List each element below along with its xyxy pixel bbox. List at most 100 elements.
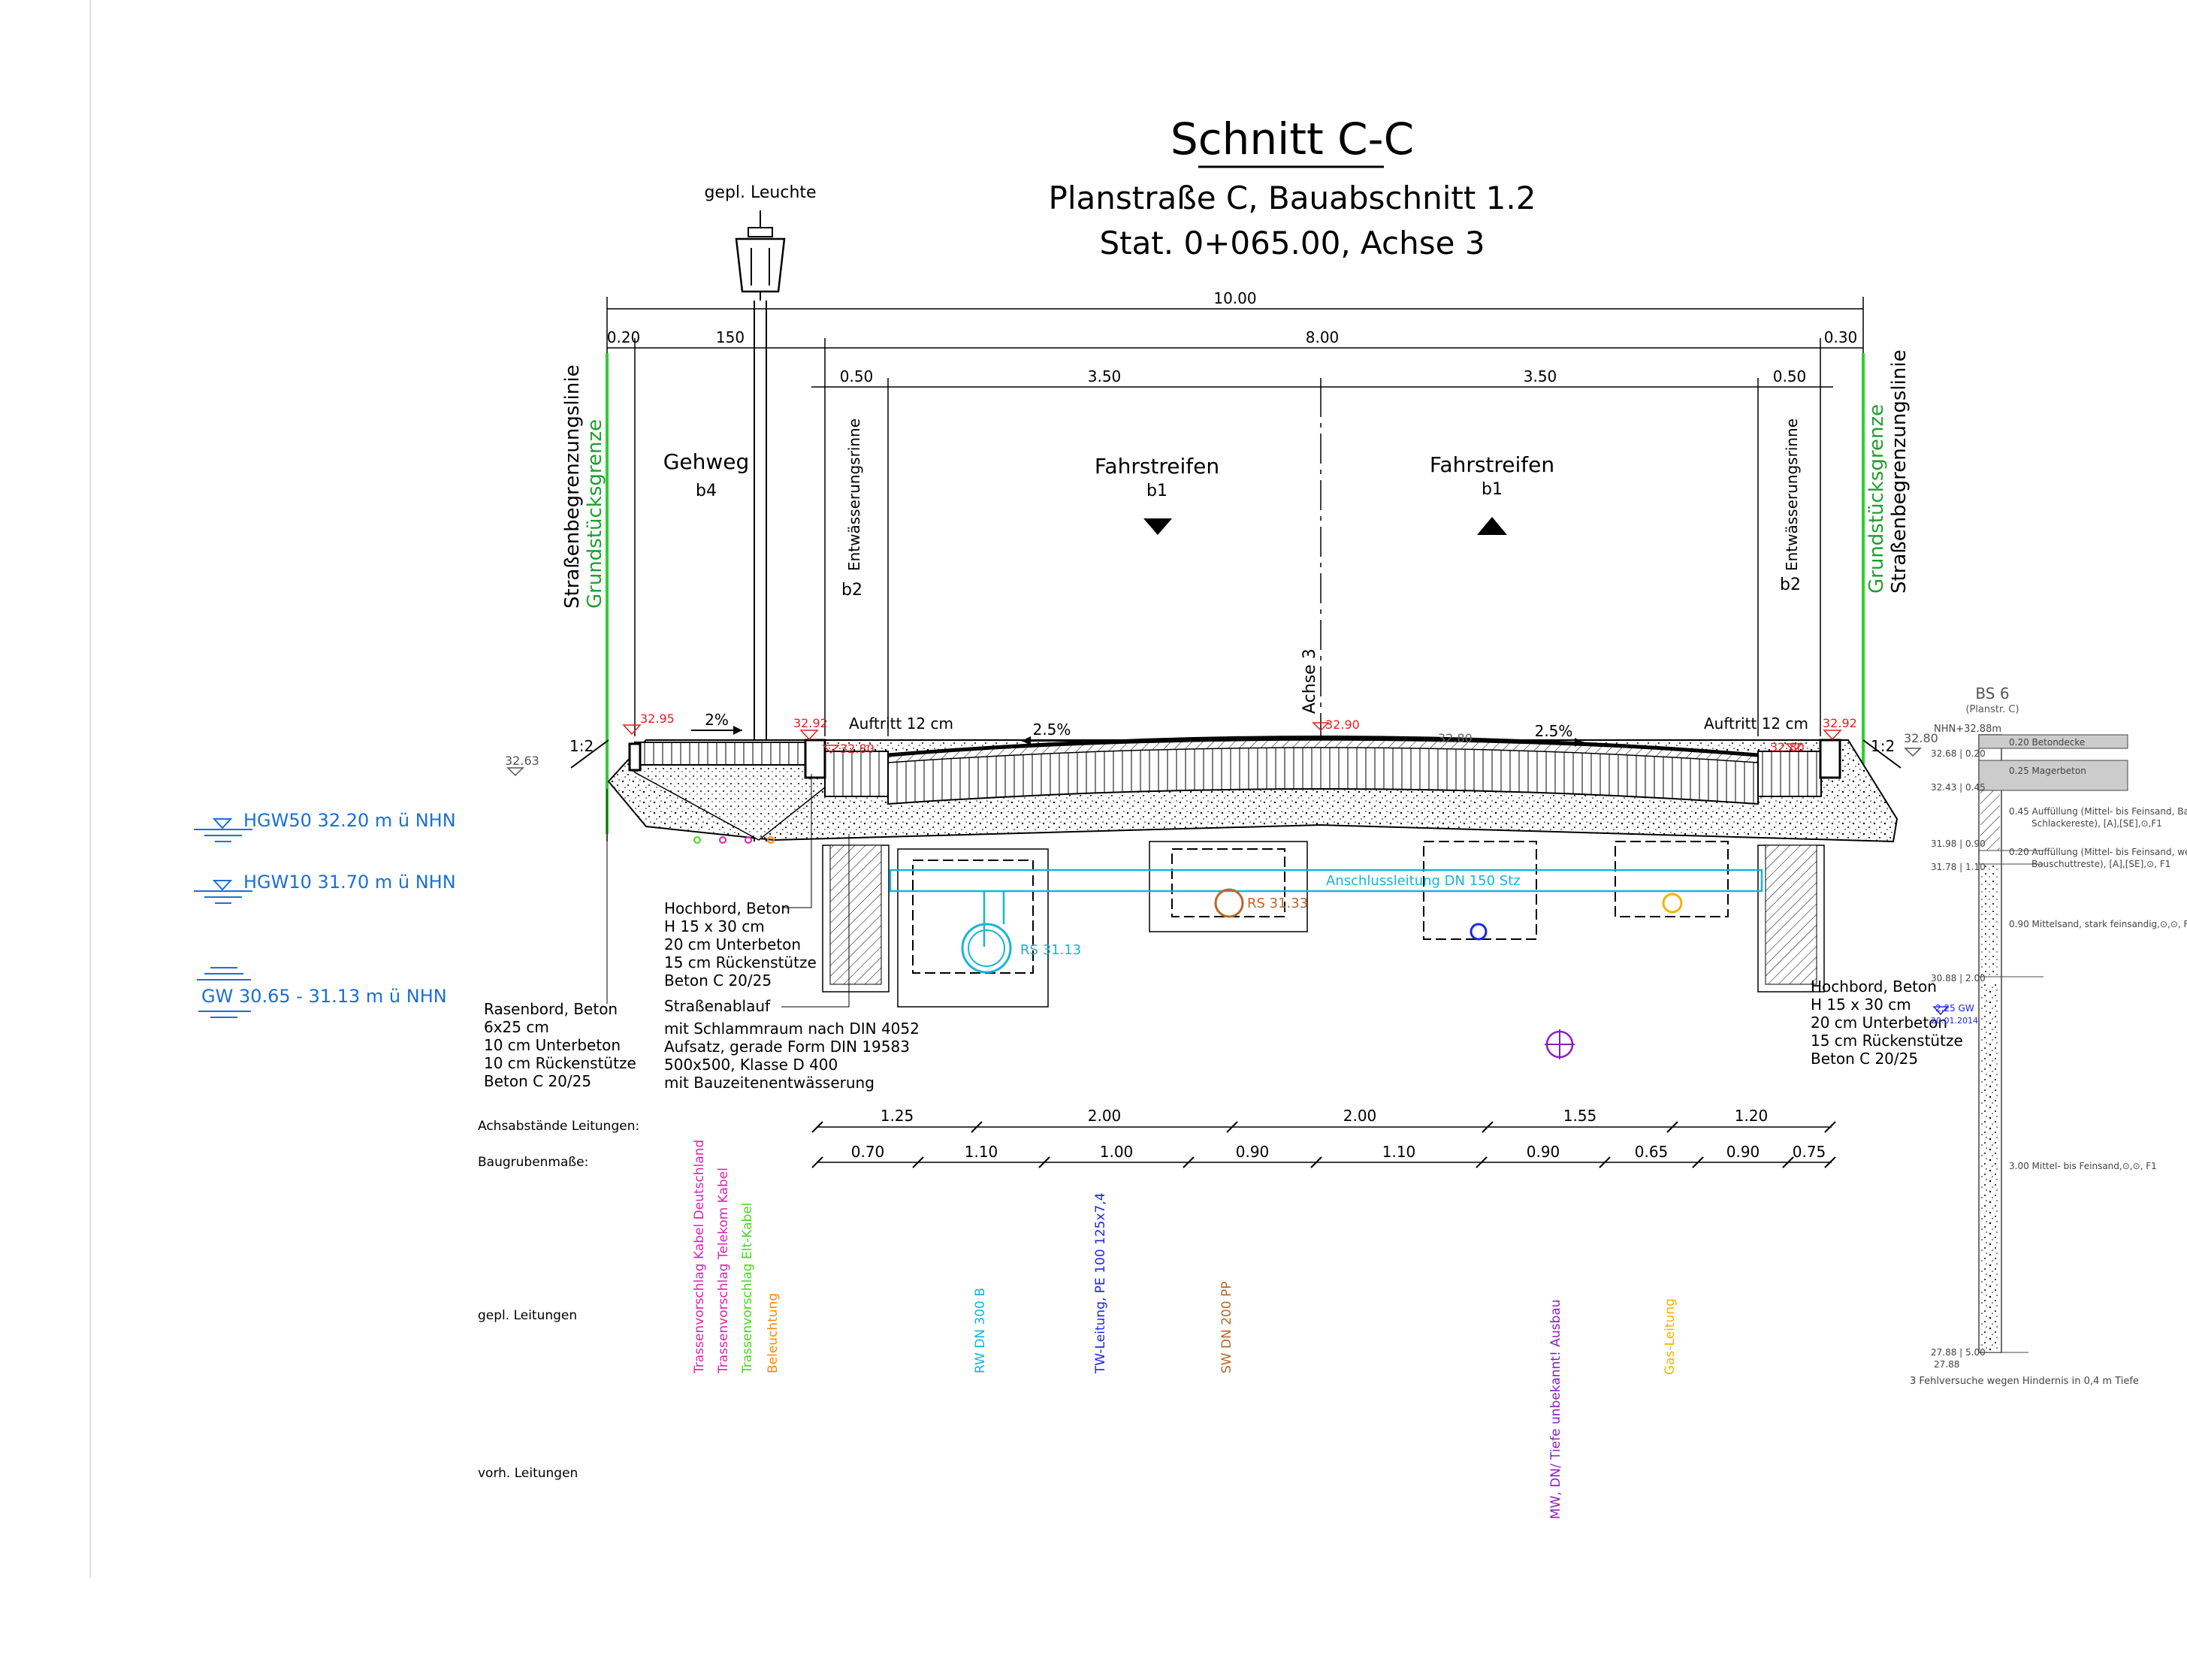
dimension-tick (1666, 1121, 1678, 1133)
elevation-markers: 32.63 32.95 32.92 32.80 32.90 32.80 32.8… (505, 712, 1938, 777)
water-hgw10: HGW10 31.70 m ü NHN (243, 872, 456, 893)
label-rinne-left: Entwässerungsrinne (845, 418, 863, 571)
elev-3295: 32.95 (640, 712, 675, 726)
elev-3280-right: 32.80 (1770, 740, 1805, 754)
row-baugruben: Baugrubenmaße: (478, 1155, 588, 1170)
dimension-tick (1310, 1156, 1322, 1168)
pit-width-value: 0.65 (1635, 1143, 1669, 1161)
utility-table: Achsabstände Leitungen: Baugrubenmaße: g… (478, 1107, 1836, 1519)
sw-pipe (1214, 888, 1244, 918)
gas-pipe (1662, 893, 1683, 914)
utility-label: SW DN 200 PP (1219, 1281, 1234, 1373)
pit-width-value: 1.00 (1100, 1143, 1134, 1161)
borehole-top: NHN+32.88m (1934, 724, 2001, 735)
title-main: Schnitt C-C (1171, 113, 1414, 165)
elev-3263: 32.63 (505, 754, 539, 768)
borehole-profile: BS 6 (Planstr. C) NHN+32.88m 32.68 | 0.2… (1910, 684, 2187, 1387)
title-sub1: Planstraße C, Bauabschnitt 1.2 (1049, 180, 1536, 216)
utility-label: Beleuchtung (766, 1293, 781, 1373)
slope-left: 1:2 (569, 737, 594, 755)
direction-arrow-down (1143, 518, 1172, 535)
utility-label: Gas-Leitung (1663, 1298, 1678, 1375)
borehole-layers: 0.20 Betondecke 0.25 Magerbeton 0.45 Auf… (2009, 737, 2187, 1171)
grade-right: 2.5% (1535, 722, 1573, 740)
dim-lane-right: 3.50 (1524, 367, 1557, 385)
pit-width-value: 0.90 (1236, 1143, 1270, 1161)
utility-label: Trassenvorschlag Kabel Deutschland (692, 1140, 707, 1374)
elev-3290: 32.90 (1325, 718, 1360, 732)
elev-3280-left: 32.80 (840, 742, 874, 756)
borehole-name: BS 6 (1975, 684, 2009, 703)
slope-right: 1:2 (1871, 737, 1895, 755)
direction-arrow-up (1477, 517, 1507, 535)
dimension-tick (1226, 1121, 1238, 1133)
label-fahr-left: Fahrstreifen (1095, 454, 1219, 479)
label-gehweg: Gehweg (663, 449, 750, 474)
title-sub2: Stat. 0+065.00, Achse 3 (1099, 225, 1485, 261)
title-block: Schnitt C-C Planstraße C, Bauabschnitt 1… (1049, 113, 1536, 261)
pit-width-value: 0.90 (1726, 1143, 1760, 1161)
dimension-tick (1038, 1156, 1050, 1168)
dimension-tick (1692, 1156, 1704, 1168)
label-b2-left: b2 (841, 581, 862, 600)
dim-rinne-left: 0.50 (840, 367, 874, 385)
dimension-tick (1476, 1156, 1488, 1168)
borehole-bottom: 27.88 (1934, 1359, 1959, 1370)
tw-pipe (1470, 923, 1488, 941)
elev-3280-edge: 32.80 (1904, 731, 1938, 745)
dimension-tick (1824, 1156, 1836, 1168)
dimension-tick (1183, 1156, 1195, 1168)
dim-lane-left: 3.50 (1088, 367, 1122, 385)
grade-walk: 2% (705, 711, 729, 729)
grade-left: 2.5% (1033, 721, 1071, 739)
dimension-tick (811, 1121, 823, 1133)
label-anschluss: Anschlussleitung DN 150 Stz (1326, 873, 1521, 889)
label-fahr-right: Fahrstreifen (1430, 452, 1554, 477)
boundary-labels: Straßenbegrenzungslinie Grundstücksgrenz… (561, 349, 1911, 609)
dim-left-verge: 0.20 (607, 328, 641, 346)
pit-width-value: 0.90 (1527, 1143, 1560, 1161)
road-structure: 1:2 1:2 (569, 736, 1902, 843)
elev-3292-right: 32.92 (1823, 716, 1857, 730)
label-gsg-right: Grundstücksgrenze (1865, 404, 1888, 594)
label-sbl-left: Straßenbegrenzungslinie (561, 364, 584, 609)
cable-light (767, 836, 775, 844)
label-rs1: RS 31.33 (1247, 896, 1308, 911)
elev-3280-mid: 32.80 (1438, 731, 1473, 745)
row-gepl: gepl. Leitungen (478, 1308, 577, 1323)
axis-distance-value: 1.20 (1735, 1107, 1769, 1125)
utility-label: Trassenvorschlag Telekom Kabel (716, 1168, 731, 1374)
label-leuchte: gepl. Leuchte (704, 183, 816, 202)
utility-label: Trassenvorschlag Elt-Kabel (740, 1202, 755, 1374)
borehole-gw-date: 20.01.2014 (1931, 1016, 1978, 1026)
note-strassenablauf: Straßenablauf mit Schlammraum nach DIN 4… (664, 997, 924, 1092)
dim-gehweg: 150 (716, 328, 745, 346)
utility-labels: Trassenvorschlag Kabel Deutschland Trasse… (692, 1140, 1678, 1519)
dim-rinne-right: 0.50 (1773, 367, 1807, 385)
borehole-depths: 32.68 | 0.20 32.43 | 0.45 31.98 | 0.90 3… (1931, 748, 1989, 1358)
utility-label: MW, DN/ Tiefe unbekannt! Ausbau (1548, 1299, 1563, 1519)
dimension-tick (912, 1156, 924, 1168)
dimension-tick (1482, 1121, 1494, 1133)
row-achsabstaende: Achsabstände Leitungen: (478, 1119, 639, 1134)
grade-indicators: 2% 2.5% 2.5% Auftritt 12 cm Auftritt 12 … (691, 711, 1808, 747)
label-gsg-left: Grundstücksgrenze (584, 419, 606, 609)
water-levels: HGW50 32.20 m ü NHN HGW10 31.70 m ü NHN … (194, 810, 456, 1018)
dimension-tick (1782, 1156, 1794, 1168)
row-vorh: vorh. Leitungen (478, 1466, 578, 1481)
note-rasenbord: Rasenbord, Beton 6x25 cm 10 cm Unterbeto… (484, 1000, 641, 1090)
auftritt-left: Auftritt 12 cm (849, 715, 953, 733)
water-gw: GW 30.65 - 31.13 m ü NHN (201, 986, 447, 1007)
axis-distance-value: 1.55 (1563, 1107, 1597, 1125)
borehole-sub: (Planstr. C) (1965, 704, 2019, 715)
pit-width-value: 0.70 (851, 1143, 885, 1161)
dim-total: 10.00 (1213, 289, 1256, 307)
cable-telekom (719, 836, 726, 844)
axis-label: Achse 3 (1300, 648, 1319, 714)
note-hochbord-left: Hochbord, Beton H 15 x 30 cm 20 cm Unter… (664, 899, 821, 990)
pit-width-value: 1.10 (965, 1143, 998, 1161)
axis-distance-value: 2.00 (1343, 1107, 1377, 1125)
section-labels: Gehweg b4 Fahrstreifen b1 Fahrstreifen b… (663, 418, 1801, 600)
pit-width-value: 1.10 (1382, 1143, 1416, 1161)
